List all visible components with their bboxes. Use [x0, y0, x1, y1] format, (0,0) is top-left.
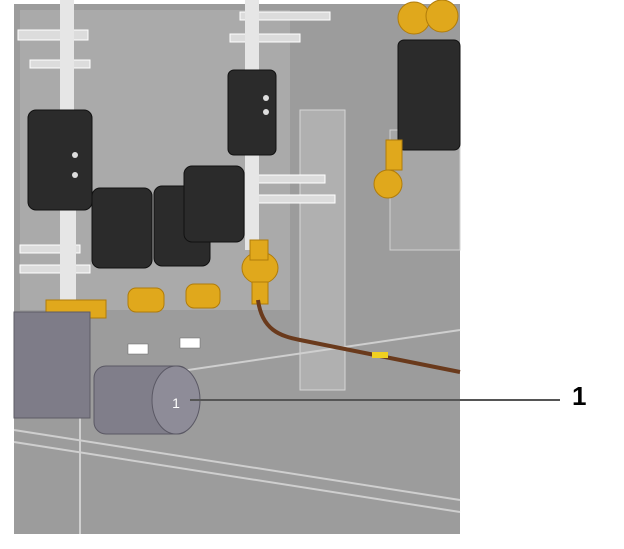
base-block [13, 311, 91, 419]
gauge [93, 365, 201, 435]
copper-tube [256, 299, 461, 374]
stems [60, 0, 259, 310]
gauge-label: 1 [172, 395, 180, 411]
solenoid-valves [27, 39, 461, 269]
tube-band [372, 352, 388, 358]
brass-fittings [45, 0, 459, 319]
fitting-tags [127, 337, 201, 355]
callout-label: 1 [572, 381, 587, 411]
valve-marks [72, 95, 269, 178]
